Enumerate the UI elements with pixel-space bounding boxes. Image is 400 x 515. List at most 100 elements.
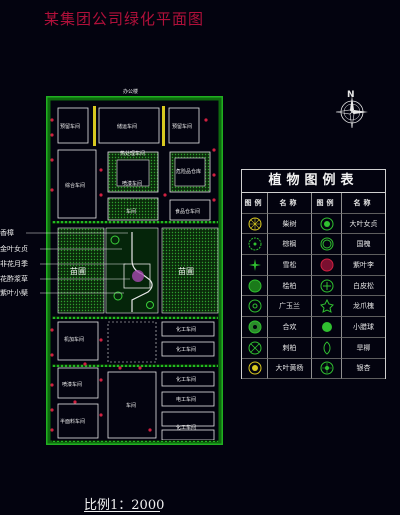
building-lower-center-2 — [107, 371, 157, 439]
legend-name: 大叶黄杨 — [268, 358, 312, 380]
building-lower-left-3 — [57, 403, 99, 439]
legend-name: 刺柏 — [268, 337, 312, 359]
building-lower-center-1 — [107, 321, 157, 363]
legend-symbol — [242, 337, 268, 359]
callout-2: 金叶女贞 — [0, 245, 28, 253]
legend-header: 图例 — [242, 193, 268, 214]
building-lower-left-2 — [57, 367, 99, 399]
block-label-5: 综合车间 — [65, 183, 86, 189]
legend-symbol — [312, 255, 342, 276]
building-top-center — [98, 107, 160, 144]
legend-symbol — [312, 275, 342, 297]
north-arrow-icon — [335, 96, 368, 129]
block-label-12: 化工车间 — [176, 347, 197, 353]
block-label-2: 储运车间 — [117, 124, 138, 130]
lawn-label-left: 苗圃 — [70, 267, 86, 276]
building-lower-right-4 — [161, 391, 215, 407]
plant-legend-table: 植物图例表 图例 名称 图例 名称 柴树 大叶女贞 棕榈 国槐 雪松 紫叶李 桧… — [241, 169, 386, 380]
road-label: 办公楼 — [123, 89, 139, 95]
legend-symbol — [312, 358, 342, 380]
garden-pavilion — [123, 263, 151, 289]
garden-flower-bed — [132, 270, 144, 282]
scale-text: 比例1：2000 — [84, 498, 165, 513]
legend-name: 龙爪槐 — [342, 296, 385, 318]
flowering-shrubs — [50, 118, 216, 432]
block-label-14: 化工车间 — [176, 377, 197, 383]
callout-1: 香樟 — [0, 229, 14, 237]
drawing-title: 某集团公司绿化平面图 — [44, 10, 205, 28]
legend-symbol — [242, 317, 268, 338]
legend-symbol — [242, 358, 268, 380]
hedge-row-3 — [52, 364, 218, 367]
legend-symbol — [242, 234, 268, 256]
block-label-1: 预留车间 — [60, 124, 81, 130]
block-label-11: 化工车间 — [176, 327, 197, 333]
building-left-tall — [57, 149, 97, 219]
callout-3: 非花月季 — [0, 260, 28, 268]
block-label-13: 喷漆车间 — [62, 382, 83, 388]
building-center-inner — [116, 159, 150, 187]
building-lower-right-3 — [161, 371, 215, 387]
block-label-16: 电工车间 — [176, 397, 197, 403]
block-label-15: 车间 — [126, 403, 137, 409]
legend-symbol — [312, 337, 342, 359]
garden-tree-1 — [110, 235, 120, 245]
legend-name: 旱柳 — [342, 338, 385, 359]
block-label-3: 预留车间 — [172, 124, 193, 130]
legend-header: 名称 — [268, 193, 312, 214]
block-label-7: 热处理车间 — [120, 151, 146, 157]
legend-title: 植物图例表 — [242, 170, 385, 193]
callout-leaders — [26, 232, 130, 294]
legend-name: 紫叶李 — [342, 255, 385, 276]
hedge-row-2 — [52, 316, 218, 319]
legend-symbol — [312, 296, 342, 318]
building-top-right — [168, 107, 200, 144]
callout-4: 花酢浆草 — [0, 275, 28, 283]
building-lower-left-1 — [57, 321, 99, 361]
block-label-10: 机加车间 — [64, 337, 85, 343]
lawn-label-right: 苗圃 — [178, 267, 194, 276]
legend-header: 图例 — [312, 193, 342, 214]
legend-header: 名称 — [342, 193, 385, 214]
legend-name: 广玉兰 — [268, 296, 312, 318]
legend-grid: 图例 名称 图例 名称 柴树 大叶女贞 棕榈 国槐 雪松 紫叶李 桧柏 白皮松 … — [242, 193, 385, 380]
block-label-17: 半面料车间 — [60, 419, 86, 425]
legend-symbol — [312, 317, 342, 338]
block-label-6: 喷漆车间 — [122, 181, 143, 187]
nursery-lawn-right — [161, 227, 219, 314]
legend-name: 雪松 — [268, 255, 312, 276]
garden-tree-2 — [113, 291, 123, 301]
north-label: N — [347, 90, 355, 100]
site-boundary — [46, 96, 223, 445]
block-label-8: 车间 — [126, 209, 137, 215]
legend-symbol — [312, 213, 342, 235]
legend-symbol — [312, 234, 342, 256]
block-label-18: 化工车间 — [176, 425, 197, 431]
yellow-hedge-top — [93, 106, 96, 146]
yellow-hedge-top-2 — [162, 106, 165, 146]
building-right-inner — [174, 157, 206, 187]
legend-name: 大叶女贞 — [342, 214, 385, 235]
legend-name: 国槐 — [342, 234, 385, 256]
legend-name: 棕榈 — [268, 234, 312, 256]
nursery-lawn-left — [57, 227, 105, 314]
legend-symbol — [242, 213, 268, 235]
legend-name: 桧柏 — [268, 275, 312, 297]
legend-name: 银杏 — [342, 359, 385, 380]
legend-name: 合欢 — [268, 317, 312, 338]
legend-symbol — [242, 255, 268, 276]
garden-tree-3 — [146, 301, 154, 309]
building-lower-right-5 — [161, 411, 215, 427]
building-top-left — [57, 107, 89, 144]
hedge-row-1 — [52, 221, 218, 224]
building-right-2 — [169, 199, 211, 221]
building-lower-right-2 — [161, 341, 215, 357]
scale-underline — [84, 511, 160, 512]
hedge-bottom — [52, 440, 218, 442]
callout-5: 紫叶小檗 — [0, 289, 28, 297]
legend-symbol — [242, 275, 268, 297]
building-lower-right-1 — [161, 321, 215, 337]
legend-symbol — [242, 296, 268, 318]
legend-name: 柴树 — [268, 213, 312, 235]
